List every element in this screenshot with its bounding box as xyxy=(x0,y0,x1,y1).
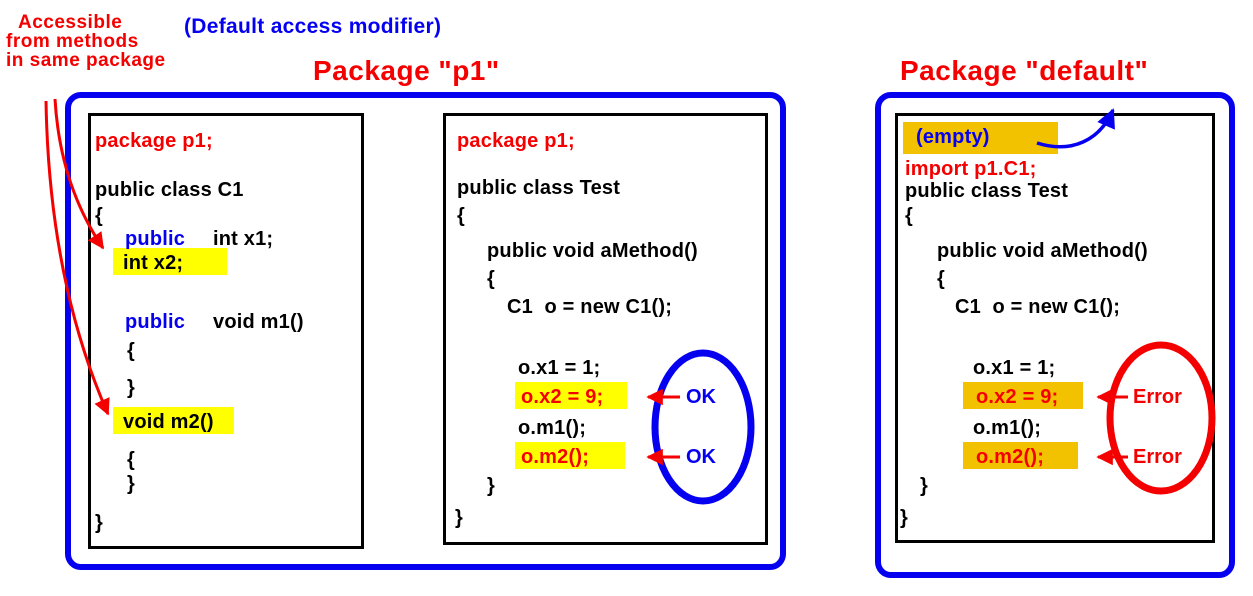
code-text: o.m1(); xyxy=(518,417,587,439)
code-text: public void aMethod() xyxy=(937,240,1148,262)
highlight-yellow xyxy=(113,248,227,275)
code-text: { xyxy=(127,449,135,471)
code-text: } xyxy=(455,507,463,529)
code-text: int x1; xyxy=(213,228,274,250)
code-text: { xyxy=(127,340,135,362)
accessible-note-line: in same package xyxy=(6,50,166,71)
code-text: public xyxy=(125,228,186,250)
code-text: package p1; xyxy=(95,130,213,152)
highlight-yellow xyxy=(515,442,625,469)
code-text: public class Test xyxy=(457,177,621,199)
package-default-title: Package "default" xyxy=(900,55,1149,86)
highlight-orange xyxy=(963,442,1078,469)
code-text: public class C1 xyxy=(95,179,244,201)
accessible-note-line: from methods xyxy=(6,31,139,52)
code-text: o.m1(); xyxy=(973,417,1042,439)
code-text: } xyxy=(900,507,908,529)
code-text: (empty) xyxy=(916,126,990,148)
code-text: o.x2 = 9; xyxy=(976,386,1059,408)
code-text: { xyxy=(937,268,945,290)
code-text: } xyxy=(920,475,928,497)
code-text: o.x1 = 1; xyxy=(973,357,1056,379)
code-text: void m2() xyxy=(123,411,214,433)
code-text: C1 o = new C1(); xyxy=(507,296,673,318)
highlight-yellow xyxy=(113,407,234,434)
highlight-yellow xyxy=(515,382,627,409)
code-text: } xyxy=(95,512,103,534)
code-text: void m1() xyxy=(213,311,304,333)
code-text: { xyxy=(95,205,103,227)
default-access-modifier-note: (Default access modifier) xyxy=(184,15,442,38)
ok-label: OK xyxy=(686,446,716,468)
code-text: { xyxy=(905,205,913,227)
error-label: Error xyxy=(1133,446,1182,468)
code-text: o.x1 = 1; xyxy=(518,357,601,379)
code-text: } xyxy=(127,473,135,495)
code-text: o.m2(); xyxy=(976,446,1045,468)
package-p1-title: Package "p1" xyxy=(313,55,500,86)
error-label: Error xyxy=(1133,386,1182,408)
code-text: int x2; xyxy=(123,252,184,274)
code-text: package p1; xyxy=(457,130,575,152)
code-text: o.m2(); xyxy=(521,446,590,468)
code-text: public xyxy=(125,311,186,333)
accessible-note: Accessible from methods in same package xyxy=(6,13,166,70)
highlight-orange xyxy=(903,122,1058,154)
package-default-container xyxy=(875,92,1235,578)
code-text: { xyxy=(487,268,495,290)
highlight-orange xyxy=(963,382,1083,409)
c1-source-box xyxy=(88,113,364,549)
accessible-note-line: Accessible xyxy=(18,12,123,33)
code-text: { xyxy=(457,205,465,227)
ok-label: OK xyxy=(686,386,716,408)
code-text: } xyxy=(487,475,495,497)
code-text: public void aMethod() xyxy=(487,240,698,262)
code-text: import p1.C1; xyxy=(905,158,1037,180)
code-text: public class Test xyxy=(905,180,1069,202)
code-text: C1 o = new C1(); xyxy=(955,296,1121,318)
code-text: } xyxy=(127,377,135,399)
code-text: o.x2 = 9; xyxy=(521,386,604,408)
